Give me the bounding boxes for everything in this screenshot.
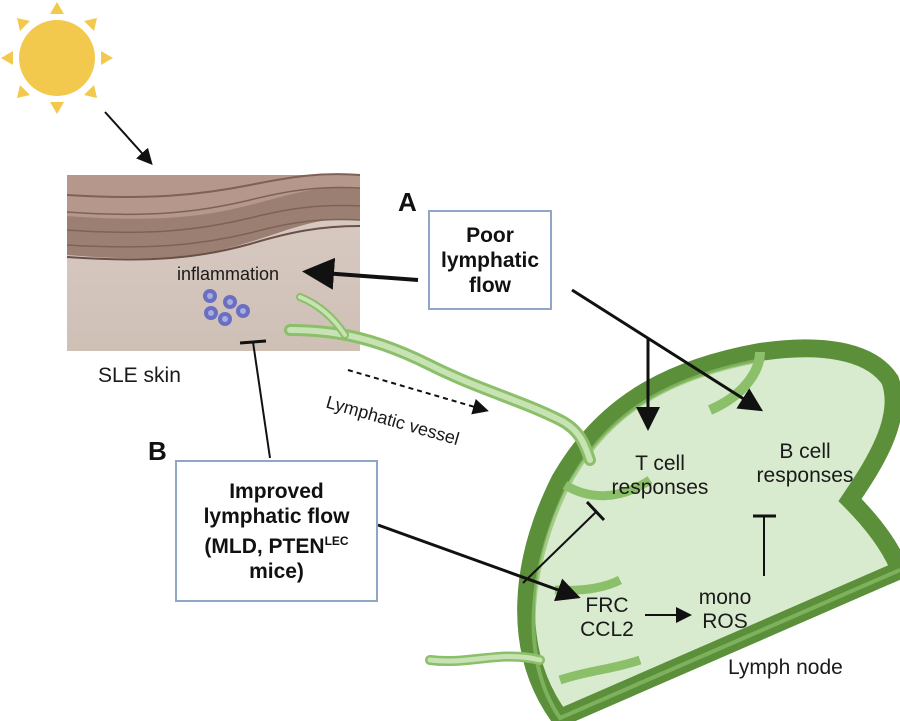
box-b-superscript: LEC	[324, 533, 349, 548]
t-cell-line-1: T cell	[635, 452, 685, 475]
frc-ccl2-label: FRC CCL2	[572, 594, 642, 642]
box-b-line-4: mice)	[249, 559, 304, 583]
mono-line-1: mono	[698, 586, 752, 609]
poor-flow-to-inflammation-arrow	[302, 257, 419, 290]
improved-flow-inhibits-inflammation	[252, 341, 271, 459]
mono-ros-label: mono ROS	[690, 586, 760, 634]
t-cell-line-2: responses	[611, 476, 709, 499]
inhibition-bar	[585, 500, 606, 522]
box-b-line-3: (MLD, PTENLEC	[204, 529, 350, 559]
box-b-line-3-text: (MLD, PTEN	[204, 534, 325, 558]
poor-lymphatic-flow-box: Poor lymphatic flow	[428, 210, 552, 310]
b-cell-responses-label: B cell responses	[735, 440, 875, 488]
sle-skin-caption: SLE skin	[98, 364, 181, 387]
b-cell-line-2: responses	[756, 464, 854, 487]
improved-flow-to-frc-arrow	[377, 523, 581, 602]
improved-lymphatic-flow-box: Improved lymphatic flow (MLD, PTENLEC mi…	[175, 460, 378, 602]
frc-line-2: CCL2	[580, 618, 634, 641]
sun-to-skin-arrow	[104, 111, 153, 165]
box-b-line-2: lymphatic flow	[203, 504, 350, 528]
frc-inhibits-t-cell	[522, 511, 597, 584]
inhibition-bar	[239, 339, 267, 345]
lymph-node	[517, 339, 900, 721]
lymph-node-caption: Lymph node	[728, 656, 843, 679]
mono-line-2: ROS	[702, 610, 748, 633]
box-a-line-1: Poor	[466, 223, 514, 247]
box-b-line-1: Improved	[229, 479, 324, 503]
box-a-line-2: lymphatic	[440, 248, 540, 272]
inflammation-label: inflammation	[177, 264, 280, 284]
panel-label-a: A	[398, 187, 417, 217]
poor-flow-to-b-cell-arrow	[571, 288, 764, 412]
sun-icon	[1, 2, 113, 114]
lymphatic-vessel	[284, 293, 596, 667]
lymph-flow-dashed-arrow	[347, 369, 489, 415]
frc-line-1: FRC	[585, 594, 629, 617]
box-a-line-3: flow	[469, 273, 511, 297]
panel-label-b: B	[148, 436, 167, 466]
immune-cells	[203, 289, 250, 326]
t-cell-responses-label: T cell responses	[590, 452, 730, 500]
b-cell-line-1: B cell	[779, 440, 831, 463]
